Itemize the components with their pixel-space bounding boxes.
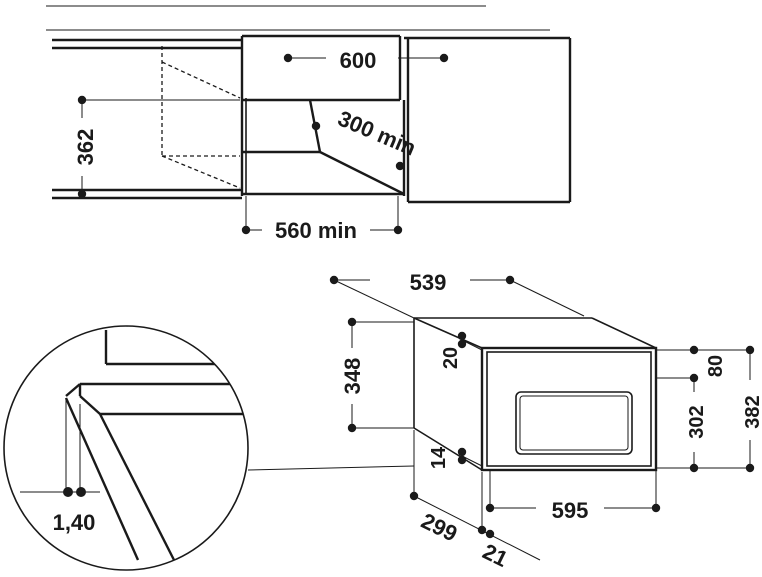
dim-600-label: 600 [340, 48, 377, 73]
dim-348-label: 348 [340, 358, 365, 395]
dim-595-label: 595 [552, 498, 589, 523]
dim-382-label: 382 [742, 395, 762, 428]
dimension-14: 14 [428, 446, 483, 469]
hidden-recess [161, 46, 241, 189]
appliance-view: 539 348 20 14 [329, 270, 762, 572]
dimension-600: 600 [283, 48, 449, 73]
dim-302-label: 302 [686, 405, 708, 438]
dimension-595: 595 [485, 470, 661, 523]
detail-leader [247, 465, 415, 471]
dim-299-label: 299 [417, 508, 461, 547]
dim-14-label: 14 [428, 446, 450, 469]
appliance-body [413, 317, 658, 472]
dim-20-label: 20 [440, 347, 462, 369]
niche-frame [240, 34, 406, 196]
dimension-539: 539 [329, 270, 585, 319]
dim-539-label: 539 [410, 270, 447, 295]
dimension-right-side: 80 302 382 [656, 345, 762, 473]
detail-dot [76, 487, 86, 497]
dim-1-40-label: 1,40 [53, 510, 96, 535]
dimension-348: 348 [340, 317, 414, 433]
detail-dot [63, 487, 73, 497]
dim-300min-label: 300 min [334, 106, 419, 161]
dimension-560min: 560 min [241, 196, 403, 243]
niche-installation-view: 600 362 300 min 560 min [46, 5, 572, 243]
dim-560min-label: 560 min [275, 218, 357, 243]
dimension-362: 362 [73, 95, 240, 199]
detail-circle [3, 325, 249, 571]
dimension-20: 20 [440, 331, 483, 369]
dim-362-label: 362 [73, 129, 98, 166]
dim-80-label: 80 [705, 355, 727, 377]
side-cabinet [404, 36, 572, 204]
detail-view: 1,40 [3, 325, 415, 571]
